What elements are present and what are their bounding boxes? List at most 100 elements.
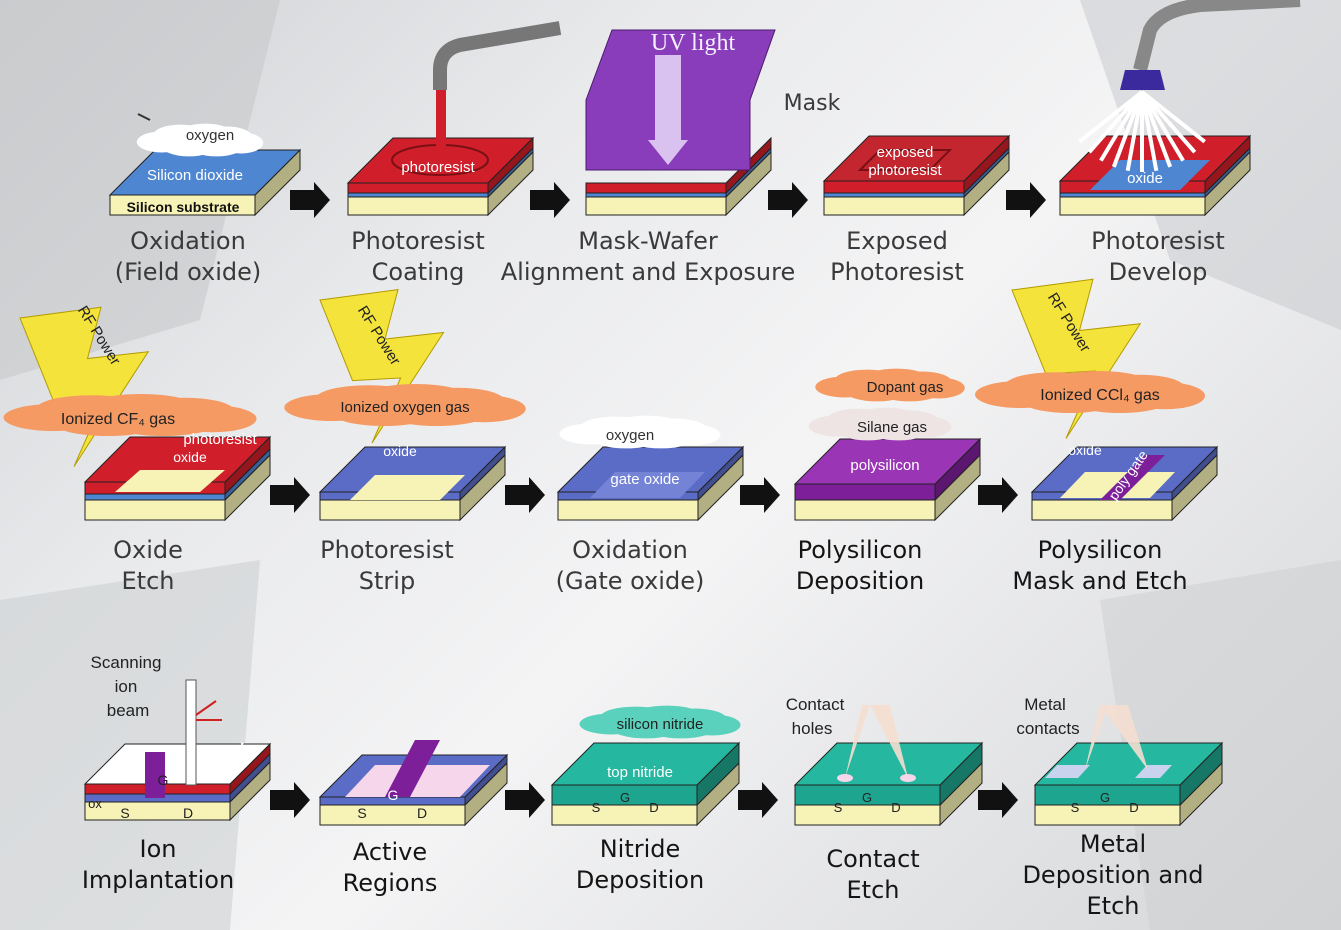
cloud-body — [153, 130, 247, 150]
spray-ray — [1140, 91, 1159, 172]
contacts-text: contacts — [1016, 719, 1079, 738]
silicon-dioxide-text: Silicon dioxide — [147, 167, 243, 184]
oxide-window — [1090, 160, 1210, 190]
uv-light-text: UV light — [651, 30, 736, 56]
flow-arrow — [1006, 182, 1046, 218]
spray-ray — [1140, 90, 1197, 154]
cloud-body — [834, 375, 946, 395]
ion-beam — [185, 679, 197, 786]
oxide-text: oxide — [383, 443, 417, 459]
nitride-cloud — [579, 705, 741, 739]
layer-front — [794, 804, 941, 826]
spray-ray — [1125, 91, 1144, 172]
silicon-nitride-text: silicon nitride — [617, 716, 704, 733]
polysilicon-text: polysilicon — [850, 457, 919, 474]
d-text: D — [649, 800, 658, 815]
flow-arrow — [270, 477, 310, 513]
ionized-ccl4-text: Ionized CCl₄ gas — [1040, 387, 1159, 404]
flow-arrow — [290, 182, 330, 218]
gate-oxide-text: gate oxide — [610, 471, 679, 488]
silane-cloud — [808, 407, 952, 441]
uv-arrow-shaft — [655, 55, 681, 140]
spray-ray — [1078, 90, 1144, 144]
layer-front — [347, 192, 489, 198]
cloud-body — [600, 712, 720, 732]
exposed-window — [857, 149, 953, 171]
layer-front — [347, 196, 489, 216]
holes-text: holes — [792, 719, 833, 738]
pointer-beam — [870, 705, 908, 778]
layer-front — [794, 499, 936, 521]
nozzle-head — [1120, 70, 1165, 90]
layer-front — [823, 196, 965, 216]
beam-text: beam — [107, 701, 150, 720]
metal-text: Metal — [1024, 695, 1066, 714]
scan-arrows — [195, 700, 222, 721]
g-text: G — [388, 787, 399, 803]
oxide-text: oxide — [173, 449, 207, 465]
nitride-top — [550, 742, 741, 786]
layer-front — [557, 499, 699, 521]
pointer-beam — [1100, 705, 1148, 770]
dopant-cloud — [815, 368, 965, 402]
ionized-cf4-text: Ionized CF₄ gas — [61, 411, 175, 428]
photoresist-text: photoresist — [183, 431, 257, 448]
d-text: D — [891, 800, 900, 815]
layer-front — [585, 192, 727, 198]
uv-arrow-head — [648, 140, 688, 165]
spray-ray — [1087, 90, 1144, 154]
top-nitride-text: top nitride — [607, 764, 673, 781]
photoresist-top — [346, 137, 535, 184]
flow-arrow — [505, 782, 545, 818]
layer-front — [585, 196, 727, 216]
layer-front — [823, 180, 965, 194]
layer-front — [585, 182, 727, 194]
metal-contact — [1135, 765, 1172, 778]
step-active-regions: SGD — [318, 740, 509, 827]
window — [350, 475, 465, 500]
flow-arrow — [768, 182, 808, 218]
flow-arrow — [740, 477, 780, 513]
layer-front — [551, 804, 698, 826]
step-photoresist-develop: oxide — [1058, 0, 1301, 217]
silicon-substrate-text: Silicon substrate — [127, 199, 240, 215]
pointer-beam — [845, 705, 870, 778]
flow-arrow — [738, 782, 778, 818]
flow-arrow — [978, 782, 1018, 818]
poly-gate — [1100, 455, 1165, 500]
layer-front — [347, 182, 489, 194]
s-text: S — [1071, 800, 1080, 815]
contact-text: Contact — [786, 695, 845, 714]
cloud-body — [36, 402, 224, 428]
pointer-beam — [1085, 705, 1108, 770]
resist-stream — [436, 90, 446, 160]
ionized-oxygen-text: Ionized oxygen gas — [340, 399, 469, 416]
layer-front — [823, 192, 965, 198]
nitride-top — [1033, 742, 1224, 786]
ion-text: ion — [115, 677, 138, 696]
step-label-oxidation-gate: Oxidation(Gate oxide) — [555, 536, 705, 595]
g-text: G — [862, 790, 872, 805]
g-text: G — [620, 790, 630, 805]
spray-ray — [1099, 90, 1144, 162]
oxygen-cloud — [136, 123, 264, 157]
dispense-nozzle — [433, 21, 562, 90]
vent-arrow — [137, 113, 151, 121]
oxygen-cloud — [284, 383, 526, 427]
gate-oxide-window — [590, 472, 705, 498]
